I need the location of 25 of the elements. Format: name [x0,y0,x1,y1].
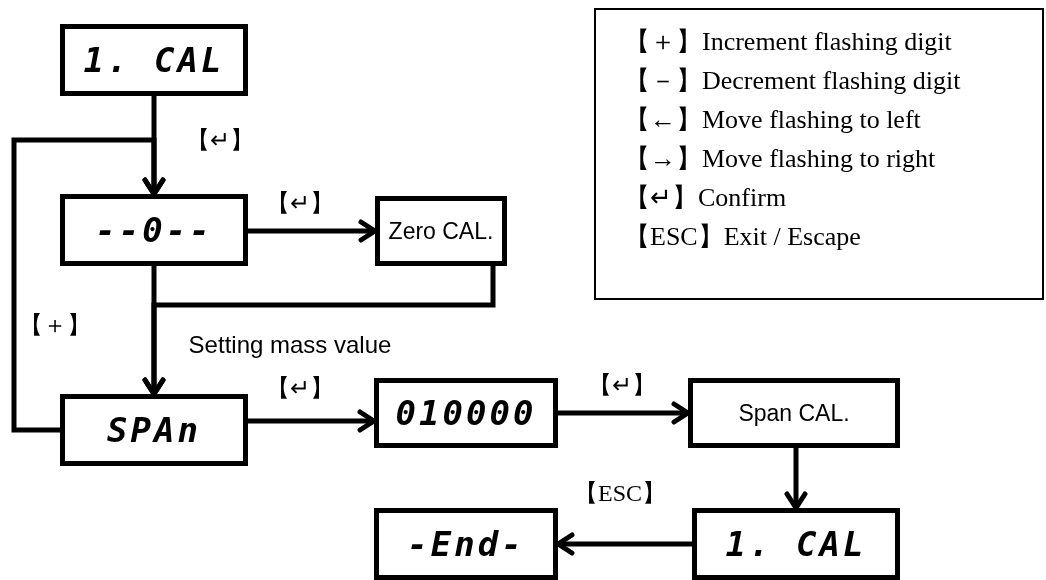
display-box [374,378,558,448]
legend-box [594,8,1044,300]
display-box [374,508,558,580]
key-description: 【→】Move flashing to right [624,143,936,175]
box-label: Span CAL. [738,399,850,427]
caption-text: Setting mass value [188,331,392,359]
key-description: 【＋】Increment flashing digit [624,26,952,58]
display-box [60,394,248,466]
display-reading: SPAn [107,410,201,450]
process-box [688,378,900,448]
key-description: 【－】Decrement flashing digit [624,65,961,97]
display-reading: 1. CAL [83,40,225,80]
key-description: 【↵】Confirm [624,182,787,214]
key-description: 【←】Move flashing to left [624,104,921,136]
display-reading: 1. CAL [725,524,867,564]
display-reading: -End- [407,524,525,564]
box-label: Zero CAL. [388,217,494,245]
display-reading: 010000 [395,393,537,433]
display-box [692,508,900,580]
key-description: 【ESC】Exit / Escape [624,221,861,253]
display-box [60,194,248,266]
display-reading: --0-- [95,210,213,250]
process-box [375,196,507,266]
display-box [60,24,248,96]
arrow [11,137,166,433]
